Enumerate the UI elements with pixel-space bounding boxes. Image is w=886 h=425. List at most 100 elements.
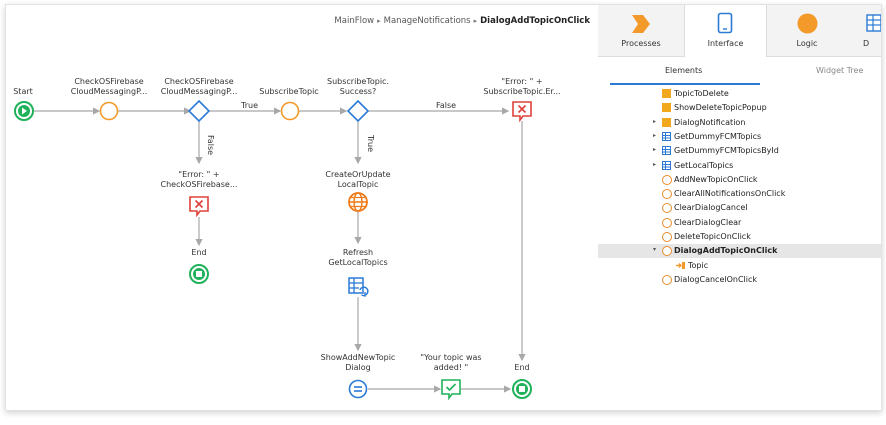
end-right-label: End [514,363,530,372]
expanded-arrow-icon[interactable]: ▾ [653,246,657,254]
true-edge-label: True [241,101,258,110]
tree-item[interactable]: ClearAllNotificationsOnClick [598,187,881,201]
tree-item-label: GetLocalTopics [674,160,734,170]
error-left-node-icon[interactable] [188,195,210,221]
collapsed-arrow-icon[interactable]: ▸ [653,131,657,139]
tree-item[interactable]: DialogCancelOnClick [598,273,881,287]
tree-item[interactable]: ▸ GetDummyFCMTopicsById [598,144,881,158]
flow-connectors [33,107,526,393]
tree-item[interactable]: ShowDeleteTopicPopup [598,101,881,115]
end-left-node-icon[interactable] [189,264,209,288]
success-if-node-icon[interactable] [346,99,370,126]
success-message-icon[interactable] [440,378,462,404]
tab-processes[interactable]: Processes [598,5,684,56]
tree-item-label: TopicToDelete [674,89,729,98]
data-icon [866,14,881,32]
breadcrumb-separator-icon: ▸ [473,17,478,25]
tree-item[interactable]: ▸ GetDummyFCMTopics [598,130,881,144]
error-left-label: "Error: " +CheckOSFirebase... [160,170,238,189]
flow-canvas[interactable]: MainFlow▸ManageNotifications▸DialogAddTo… [6,5,599,410]
breadcrumb-mainflow[interactable]: MainFlow [334,16,375,26]
true-edge-label-2: True [366,135,375,152]
tree-item-label: ClearAllNotificationsOnClick [674,189,786,199]
variable-icon [662,103,671,113]
start-label: Start [13,87,33,96]
false-edge-label: False [206,135,215,156]
tab-logic[interactable]: Logic [765,5,849,56]
tree-item-label: DeleteTopicOnClick [674,232,751,241]
if-node-icon[interactable] [187,99,211,126]
success-label: SubscribeTopic.Success? [327,77,389,96]
false-edge-label-2: False [436,101,457,110]
action-icon [662,246,672,257]
tab-data[interactable]: D [849,5,881,56]
tab-interface-label: Interface [707,39,744,48]
assign-node-icon[interactable] [348,379,368,403]
tree-item[interactable]: ClearDialogCancel [598,201,881,215]
tab-logic-label: Logic [796,39,818,48]
tree-item-label: ClearDialogCancel [674,203,748,213]
tree-item[interactable]: ▸ GetLocalTopics [598,159,881,173]
active-subtab-indicator [610,83,760,85]
tree-item[interactable]: AddNewTopicOnClick [598,173,881,187]
entity-action-globe-icon[interactable] [347,191,369,217]
check1-action-node-icon[interactable] [99,101,119,125]
tree-item[interactable]: ▸ DialogNotification [598,116,881,130]
logic-icon [797,13,818,34]
tree-item-label: GetDummyFCMTopics [674,131,762,141]
subtab-widget-tree[interactable]: Widget Tree [816,66,864,75]
tree-item-label: GetDummyFCMTopicsById [674,146,779,156]
action-icon [662,232,672,242]
subscribe-action-node-icon[interactable] [280,101,300,125]
error-top-node-icon[interactable] [511,100,533,126]
breadcrumb-managenotifications[interactable]: ManageNotifications [383,16,471,26]
breadcrumb: MainFlow▸ManageNotifications▸DialogAddTo… [334,16,590,26]
subscribe-label: SubscribeTopic [259,87,319,96]
tree-item-label: DialogAddTopicOnClick [674,246,778,256]
collapsed-arrow-icon[interactable]: ▸ [653,117,657,125]
end-right-node-icon[interactable] [512,379,532,403]
right-panel: Processes Interface Logic D Elements Wid… [598,5,881,410]
end-left-label: End [191,248,207,257]
tree-item-label: ShowDeleteTopicPopup [674,103,767,113]
error-top-label: "Error: " +SubscribeTopic.Er... [483,77,561,96]
breadcrumb-separator-icon: ▸ [377,17,381,25]
subtab-elements[interactable]: Elements [665,66,703,75]
app-window: MainFlow▸ManageNotifications▸DialogAddTo… [5,4,882,411]
action-icon [662,174,672,185]
collapsed-arrow-icon[interactable]: ▸ [653,146,657,154]
subtab-bar: Elements Widget Tree [598,57,881,86]
tree-item[interactable]: ▾ DialogAddTopicOnClick [598,244,881,259]
refresh-data-icon[interactable] [347,276,369,302]
tab-processes-label: Processes [621,39,661,48]
tree-item[interactable]: Topic [598,259,881,273]
start-node-icon[interactable] [14,101,34,125]
processes-icon [632,15,650,33]
collapsed-arrow-icon[interactable]: ▸ [653,160,657,168]
tab-data-label: D [863,39,870,48]
action-icon [662,217,672,228]
variable-icon [662,117,671,127]
tree-item-label: DialogNotification [674,117,746,127]
action-icon [662,274,672,285]
tree-item[interactable]: DeleteTopicOnClick [598,230,881,244]
tree-item-label: DialogCancelOnClick [674,274,758,284]
aggregate-icon [662,160,671,170]
tree-item[interactable]: ClearDialogClear [598,216,881,230]
breadcrumb-current: DialogAddTopicOnClick [480,16,590,26]
tree-item-label: Topic [688,260,709,270]
aggregate-icon [662,131,671,141]
aggregate-icon [662,146,671,156]
tab-bar: Processes Interface Logic D [598,5,881,57]
action-icon [662,189,672,200]
tab-interface[interactable]: Interface [684,5,767,57]
tree-item-label: ClearDialogClear [674,217,742,227]
tree-item[interactable]: TopicToDelete [598,87,881,101]
